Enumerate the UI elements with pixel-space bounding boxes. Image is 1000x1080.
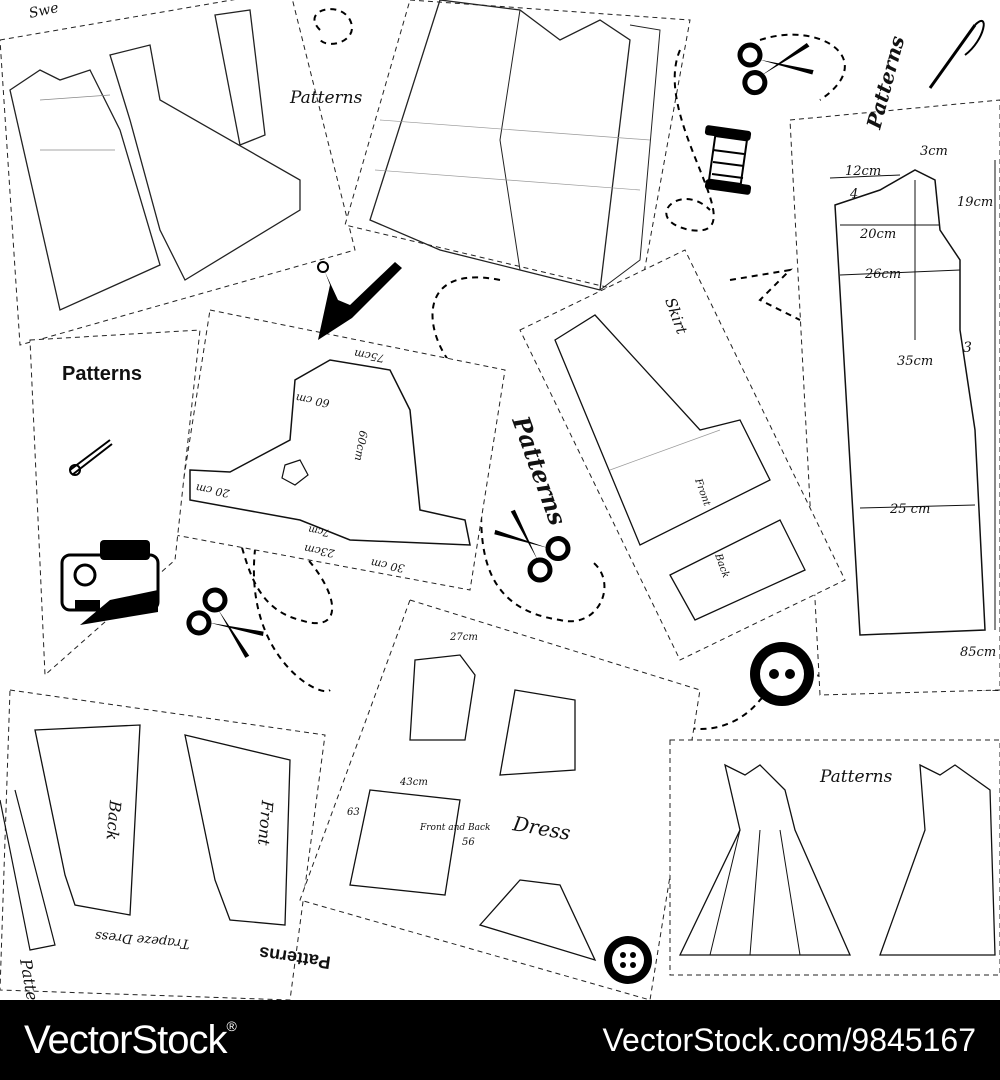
measure-30cm: 30 cm xyxy=(370,556,406,575)
image-url-text: VectorStock.com/9845167 xyxy=(602,1021,976,1058)
measure-19cm: 19cm xyxy=(957,195,993,210)
measure-35cm: 35cm xyxy=(897,354,933,369)
safety-pin-icon xyxy=(69,439,113,476)
pattern-sheet-left-middle: Patterns xyxy=(29,329,201,677)
hanger-icon xyxy=(317,261,402,340)
measure-56: 56 xyxy=(462,837,475,848)
sewing-machine-icon xyxy=(60,540,160,625)
measure-75cm: 75cm xyxy=(353,347,385,365)
sewing-patterns-illustration: Patterns Swe 3cm 12cm 4 19cm 20cm 26cm 3… xyxy=(0,0,1000,1000)
patterns-label-dresses: Patterns xyxy=(819,767,893,787)
trapeze-front-label: Front xyxy=(254,799,277,847)
button-icon xyxy=(750,642,814,706)
measure-12cm: 12cm xyxy=(845,164,881,179)
measure-23cm: 23cm xyxy=(303,542,336,560)
pattern-sheet-skirt: Skirt Front Back Patterns xyxy=(506,249,846,661)
vectorstock-logo: VectorStock® xyxy=(24,1018,237,1063)
measure-20cm: 20cm xyxy=(859,227,896,242)
pattern-sheet-dress-top-left: Patterns Swe xyxy=(0,0,363,346)
measure-7cm: 7cm xyxy=(307,523,330,538)
scissors-icon xyxy=(185,586,270,665)
thread-spool-icon xyxy=(704,125,752,195)
footer-bar: VectorStock® VectorStock.com/9845167 xyxy=(0,1000,1000,1080)
measure-3: 3 xyxy=(963,340,972,356)
scissors-icon xyxy=(738,35,815,94)
measure-4: 4 xyxy=(849,187,858,202)
measure-60cm-a: 60 cm xyxy=(295,391,331,410)
front-and-back-label: Front and Back xyxy=(419,823,491,833)
pattern-sheet-long-dress: 3cm 12cm 4 19cm 20cm 26cm 35cm 3 25 cm 8… xyxy=(789,33,1000,696)
trapeze-back-label: Back xyxy=(103,799,125,841)
button-icon xyxy=(604,936,652,984)
patterns-label-1: Patterns xyxy=(289,88,363,108)
measure-63: 63 xyxy=(347,807,360,818)
measure-25cm: 25 cm xyxy=(889,502,930,517)
patterns-label-bold: Patterns xyxy=(62,363,142,385)
pattern-sheet-hood: 60 cm 60cm 75cm 20 cm 23cm 30 cm 7cm xyxy=(174,309,506,591)
measure-26cm: 26cm xyxy=(864,267,901,282)
measure-85cm: 85cm xyxy=(960,645,996,660)
brand-text: VectorStock xyxy=(24,1017,227,1062)
needle-icon xyxy=(928,20,985,89)
pattern-sheet-dress-pieces: 27cm 43cm 63 56 Front and Back Dress xyxy=(299,599,701,1000)
measure-3cm: 3cm xyxy=(920,144,948,159)
registered-mark: ® xyxy=(226,1017,237,1034)
measure-27cm: 27cm xyxy=(449,632,478,643)
measure-43cm: 43cm xyxy=(399,777,428,788)
measure-20cm-hood: 20 cm xyxy=(195,481,232,500)
pattern-sheet-pleated-dresses: Patterns xyxy=(669,739,1000,976)
pattern-sheet-trapeze-dress: Back Front Trapeze Dress xyxy=(0,689,326,1000)
sweater-label: Swe xyxy=(28,0,61,22)
patterns-label-diagonal: Patterns xyxy=(506,411,573,529)
measure-60cm-b: 60cm xyxy=(352,429,370,461)
pattern-sheet-jacket xyxy=(344,0,691,296)
